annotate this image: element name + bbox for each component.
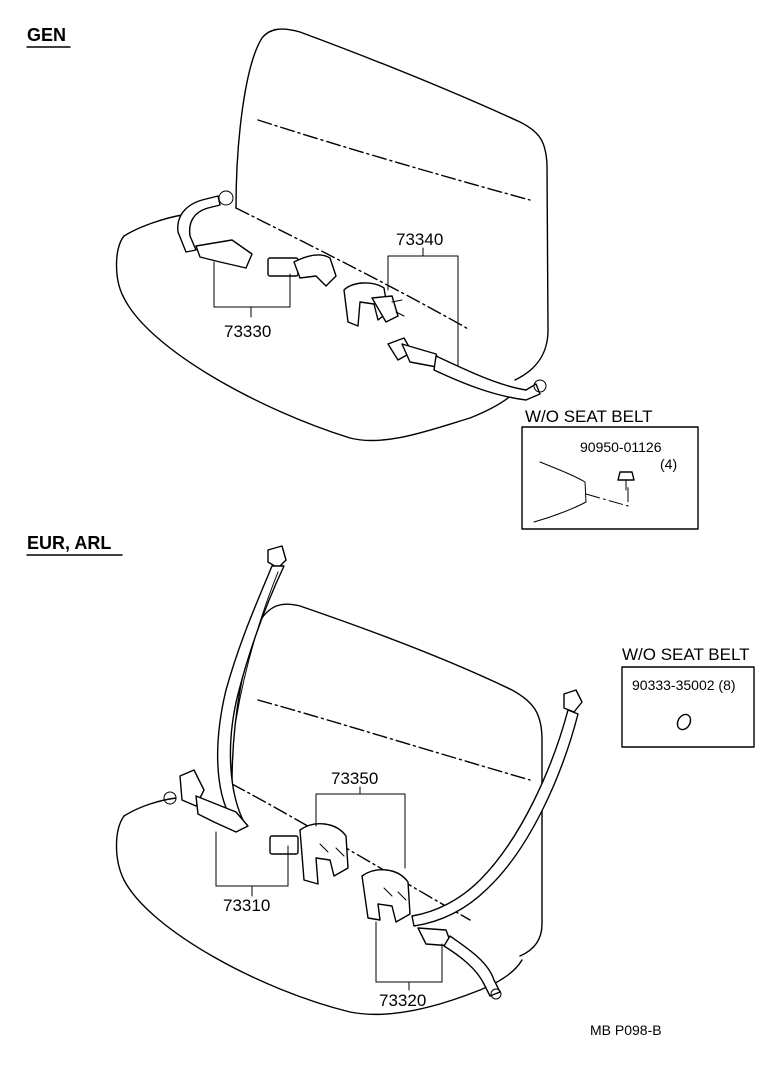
clip-icon	[617, 471, 635, 491]
diagram-code: MB P098-B	[590, 1022, 662, 1038]
bracket-73330: 73330	[213, 261, 291, 341]
part-label-73330: 73330	[224, 322, 271, 341]
callout-eur-part-number: 90333-35002 (8)	[632, 677, 736, 693]
callout-eur-without-seat-belt: W/O SEAT BELT 90333-35002 (8)	[621, 645, 755, 748]
callout-eur-title: W/O SEAT BELT	[622, 645, 750, 664]
gen-seat-belts	[177, 190, 547, 401]
part-label-73320: 73320	[379, 991, 426, 1010]
eur-seat	[115, 603, 543, 1015]
callout-gen-part-number: 90950-01126	[580, 439, 662, 455]
callout-gen-quantity: (4)	[660, 456, 677, 472]
callout-gen-without-seat-belt: W/O SEAT BELT 90950-01126 (4)	[521, 407, 699, 530]
part-label-73310: 73310	[223, 896, 270, 915]
gen-seat	[115, 28, 549, 442]
section-label-eur-arl: EUR, ARL	[27, 533, 111, 553]
bracket-73340: 73340	[387, 230, 459, 367]
bracket-73350: 73350	[315, 769, 406, 869]
bracket-73320: 73320	[375, 921, 443, 1010]
section-label-gen: GEN	[27, 25, 66, 45]
part-label-73350: 73350	[331, 769, 378, 788]
part-label-73340: 73340	[396, 230, 443, 249]
plug-icon	[676, 713, 692, 731]
eur-seat-belts	[163, 545, 583, 1000]
callout-gen-title: W/O SEAT BELT	[525, 407, 653, 426]
bracket-73310: 73310	[215, 831, 289, 915]
